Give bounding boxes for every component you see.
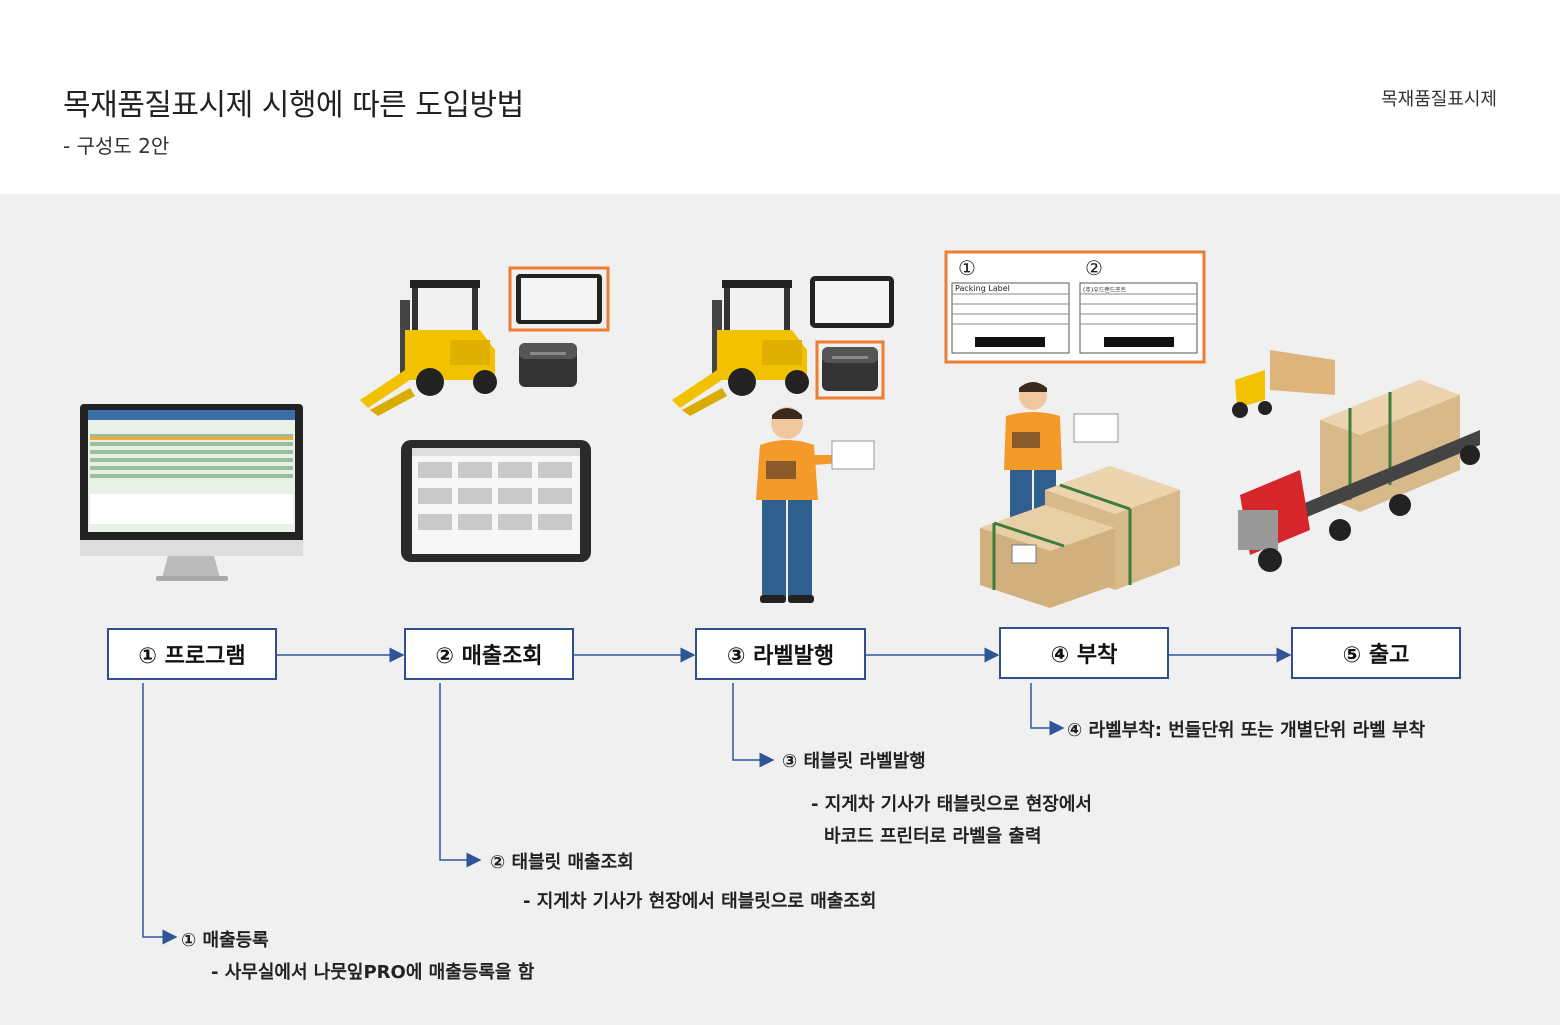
worker-icon (756, 407, 875, 603)
step-label: ② 매출조회 (435, 644, 543, 669)
brand-label: 목재품질표시제 (1381, 89, 1497, 110)
truck-icon (1238, 380, 1480, 572)
note-attach-title: ④ 라벨부착: 번들단위 또는 개별단위 라벨 부착 (1067, 720, 1426, 741)
step-shipping: ⑤ 출고 (1291, 627, 1461, 679)
step-label: ④ 부착 (1050, 643, 1118, 668)
page-title: 목재품질표시제 시행에 따른 도입방법 (63, 88, 524, 123)
label-printer-icon (519, 343, 577, 387)
tablet-icon (516, 274, 602, 324)
step-label: ⑤ 출고 (1342, 643, 1410, 668)
step-label: ③ 라벨발행 (726, 644, 835, 669)
step-program: ① 프로그램 (107, 628, 277, 680)
step-label: ① 프로그램 (138, 644, 246, 669)
note-sales-title: ② 태블릿 매출조회 (490, 852, 634, 873)
highlight-frame (815, 340, 885, 400)
step-label-issue: ③ 라벨발행 (695, 628, 866, 680)
product-label-title: (주)우드랜드프트 (1083, 287, 1127, 294)
packing-label-card (951, 282, 1070, 354)
forklift-icon (1232, 350, 1335, 418)
label-number-1: ① (958, 256, 976, 280)
lumber-bundle-icon (980, 466, 1180, 608)
step-attach: ④ 부착 (999, 627, 1169, 679)
packing-label-title: Packing Label (955, 284, 1010, 293)
note-register-desc: - 사무실에서 나뭇잎PRO에 매출등록을 함 (211, 962, 535, 983)
forklift-icon (672, 280, 809, 416)
note-sales-desc: - 지게차 기사가 현장에서 태블릿으로 매출조회 (523, 891, 877, 912)
note-label-issue-desc-2: 바코드 프린터로 라벨을 출력 (824, 826, 1042, 847)
page-header: 목재품질표시제 시행에 따른 도입방법 - 구성도 2안 목재품질표시제 (0, 0, 1560, 194)
label-number-2: ② (1085, 256, 1103, 280)
tablet-icon (401, 440, 591, 562)
forklift-icon (360, 280, 497, 416)
label-printer-icon (822, 347, 878, 391)
desktop-monitor-icon (80, 404, 303, 581)
note-label-issue-title: ③ 태블릿 라벨발행 (782, 751, 926, 772)
note-label-issue-desc-1: - 지게차 기사가 태블릿으로 현장에서 (811, 794, 1092, 815)
highlight-frame (508, 266, 610, 332)
tablet-icon (810, 276, 894, 328)
page-subtitle: - 구성도 2안 (63, 134, 170, 158)
product-label-card (1079, 282, 1198, 354)
flow-connectors (142, 647, 1292, 945)
step-sales-lookup: ② 매출조회 (404, 628, 574, 680)
note-register-title: ① 매출등록 (181, 930, 269, 951)
